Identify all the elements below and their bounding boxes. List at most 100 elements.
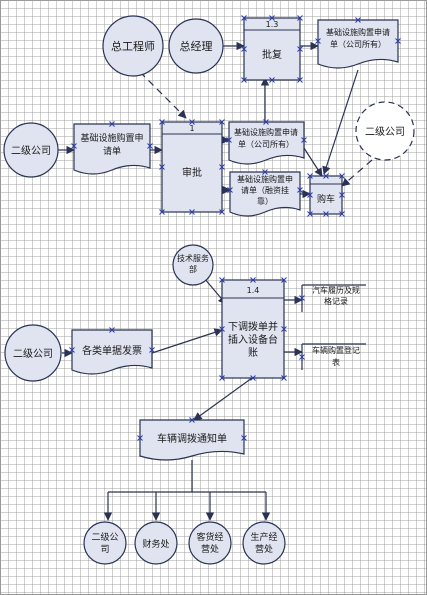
entity-tech-service-label-2: 部: [189, 264, 197, 274]
connection-point-mark: [339, 173, 345, 179]
entity-secondary-company-1-label: 二级公司: [11, 145, 51, 157]
connection-point-mark: [137, 435, 143, 441]
entity-chief-engineer[interactable]: 总工程师: [102, 15, 164, 77]
entity-general-manager[interactable]: 总经理: [168, 18, 224, 74]
connection-point-mark: [250, 375, 256, 381]
process-allocation[interactable]: 1.4 下调拨单并 插入设备台 账: [221, 279, 285, 379]
connection-point-mark: [297, 187, 303, 193]
connection-point-mark: [219, 209, 225, 215]
doc-top-line1: 基础设施购置申请: [326, 27, 390, 37]
connection-point-mark: [241, 46, 247, 52]
entity-general-manager-label: 总经理: [180, 39, 213, 53]
doc-invoices-label: 各类单据发票: [82, 344, 142, 357]
doc-vehicle-ledger-line2: 表: [332, 357, 340, 367]
process-review-label: 审批: [182, 166, 202, 179]
entity-secondary-company-2[interactable]: 二级公司: [355, 101, 415, 161]
recipient-finance[interactable]: 财务处: [134, 521, 178, 565]
connection-point-mark: [339, 211, 345, 217]
connection-point-mark: [297, 46, 303, 52]
connection-point-mark: [149, 347, 155, 353]
doc-infra-app-line1: 基础设施购置申: [80, 132, 143, 144]
doc-vehicle-file-line2: 格记录: [324, 296, 348, 306]
doc-vehicle-ledger-line1: 车辆购置登记: [312, 345, 360, 355]
connection-point-mark: [219, 164, 225, 170]
connection-point-mark: [109, 327, 115, 333]
entity-tech-service[interactable]: 技术服务 部: [172, 244, 214, 286]
connector-allocation-to-notice: [193, 377, 253, 421]
connection-point-mark: [147, 143, 153, 149]
process-review-id: 1: [189, 124, 194, 133]
process-buy-car[interactable]: 购车: [309, 175, 343, 215]
connection-point-mark: [71, 143, 77, 149]
doc-leased-line2: 请单（融资挂: [241, 185, 289, 195]
connection-point-mark: [241, 435, 247, 441]
doc-infra-app-company-top[interactable]: 基础设施购置申请 单（公司所有）: [317, 19, 399, 69]
doc-infra-app[interactable]: 基础设施购置申 请单: [73, 123, 151, 175]
connection-point-mark: [189, 119, 195, 125]
connection-point-marks: [69, 15, 401, 441]
connection-point-mark: [241, 15, 247, 21]
process-allocation-label-2: 插入设备台: [228, 333, 278, 346]
entity-tech-service-label-1: 技术服务: [177, 253, 209, 263]
connection-point-mark: [281, 375, 287, 381]
recipient-4-line1: 生产经: [250, 531, 277, 543]
connection-point-mark: [323, 211, 329, 217]
entity-secondary-company-1[interactable]: 二级公司: [3, 122, 59, 178]
connection-point-mark: [219, 375, 225, 381]
connector-invoices-to-allocation: [151, 328, 223, 354]
recipient-4-line2: 营处: [255, 543, 273, 555]
connection-point-mark: [299, 295, 305, 301]
doc-mid-line1: 基础设施购置申请: [234, 127, 298, 137]
process-allocation-label-1: 下调拨单并: [228, 320, 278, 333]
recipient-passenger-freight[interactable]: 客货经 营处: [188, 521, 232, 565]
doc-vehicle-file[interactable]: 汽车履历及规 格记录: [301, 284, 366, 312]
recipient-secondary-company[interactable]: 二级公 司: [83, 521, 127, 565]
connection-point-mark: [159, 164, 165, 170]
connector-chief-to-review: [139, 71, 187, 119]
connection-point-mark: [323, 173, 329, 179]
connection-point-mark: [159, 119, 165, 125]
process-review[interactable]: 1 审批: [161, 121, 223, 213]
connection-point-mark: [262, 169, 268, 175]
recipient-1-line1: 二级公: [91, 531, 118, 543]
entity-secondary-company-3[interactable]: 二级公司: [4, 324, 62, 382]
process-allocation-id: 1.4: [247, 286, 260, 295]
recipient-production[interactable]: 生产经 营处: [242, 521, 286, 565]
doc-vehicle-ledger[interactable]: 车辆购置登记 表: [301, 343, 366, 370]
process-approve-reply-label: 批复: [262, 48, 282, 61]
doc-leased-line1: 基础设施购置申: [237, 174, 293, 184]
connector-docmid-to-buycar: [303, 147, 323, 177]
entity-chief-engineer-label: 总工程师: [111, 39, 155, 53]
doc-invoices[interactable]: 各类单据发票: [71, 329, 153, 375]
recipient-1-line2: 司: [100, 544, 109, 555]
connection-point-mark: [189, 417, 195, 423]
connection-point-mark: [219, 326, 225, 332]
connection-point-mark: [301, 137, 307, 143]
doc-infra-app-company-mid[interactable]: 基础设施购置申请 单（公司所有）: [228, 121, 305, 165]
connection-point-mark: [226, 137, 232, 143]
connection-point-mark: [297, 77, 303, 83]
connection-point-mark: [189, 209, 195, 215]
connection-point-mark: [109, 121, 115, 127]
connector-company2-to-buycar: [341, 159, 373, 187]
doc-infra-app-line2: 请单: [103, 145, 121, 157]
connection-point-mark: [227, 187, 233, 193]
connection-point-mark: [315, 38, 321, 44]
connection-point-mark: [269, 15, 275, 21]
doc-leased-line3: 靠）: [257, 196, 273, 206]
connection-point-mark: [69, 347, 75, 353]
process-buy-car-label: 购车: [317, 193, 335, 205]
connection-point-mark: [159, 209, 165, 215]
connection-point-mark: [263, 119, 269, 125]
connection-point-mark: [281, 326, 287, 332]
doc-mid-line2: 单（公司所有）: [238, 139, 294, 149]
connection-point-mark: [250, 277, 256, 283]
doc-vehicle-file-line1: 汽车履历及规: [312, 285, 360, 295]
process-approve-reply[interactable]: 1.3 批复: [243, 17, 301, 81]
doc-infra-app-leased[interactable]: 基础设施购置申 请单（融资挂 靠）: [229, 171, 301, 217]
doc-transfer-notice[interactable]: 车辆调拨通知单: [139, 419, 245, 461]
connection-point-mark: [299, 354, 305, 360]
connection-point-mark: [297, 15, 303, 21]
connection-point-mark: [355, 17, 361, 23]
